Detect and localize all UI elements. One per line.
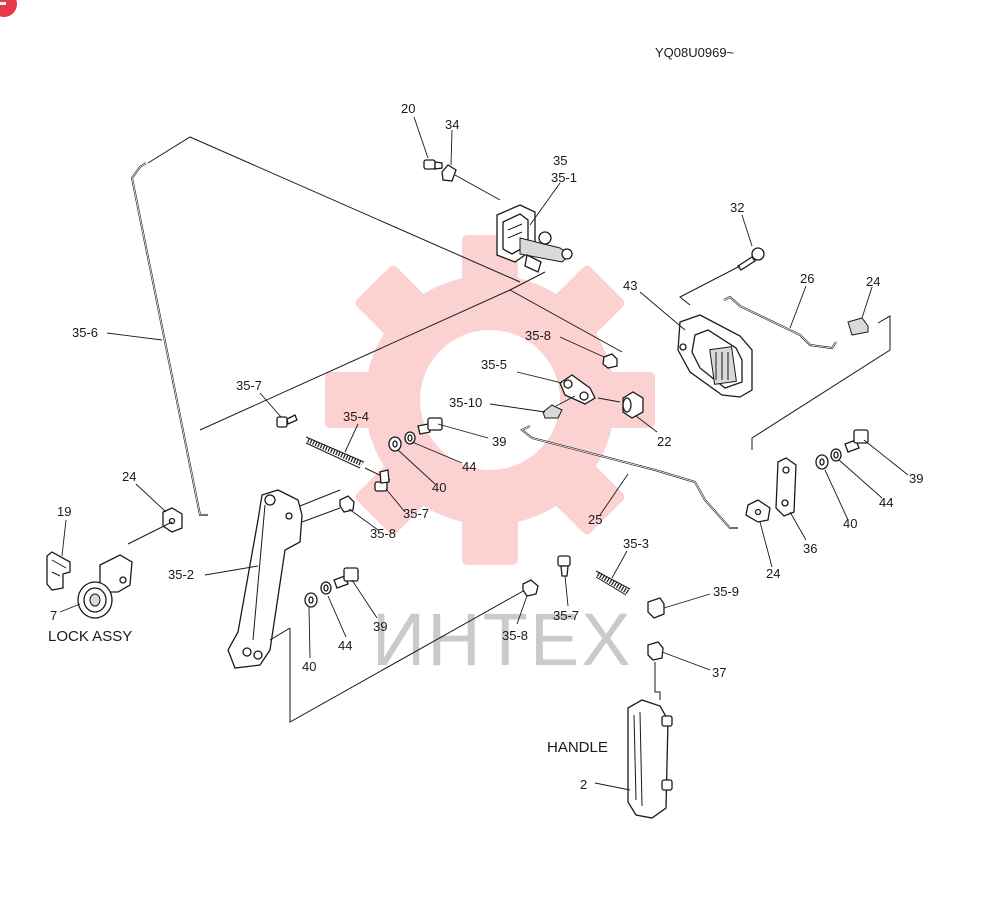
label-24-right: 24 [766, 566, 780, 581]
washer-44-right [830, 448, 842, 462]
label-35-8-mid: 35-8 [370, 526, 396, 541]
washer-40-low [304, 592, 318, 608]
label-24-left: 24 [122, 469, 136, 484]
cover-43 [677, 314, 753, 398]
drawing-code: YQ08U0969~ [655, 45, 735, 60]
clip-24-right [745, 499, 771, 523]
label-35-7-mid: 35-7 [403, 506, 429, 521]
label-40-mid: 40 [432, 480, 446, 495]
bolt-39-low [333, 567, 359, 589]
label-20: 20 [401, 101, 415, 116]
label-19: 19 [57, 504, 71, 519]
label-44-mid: 44 [462, 459, 476, 474]
rod-35-6 [130, 162, 208, 516]
label-35-9: 35-9 [713, 584, 739, 599]
rod-26 [723, 295, 837, 350]
bushing-22 [622, 391, 644, 419]
label-handle: HANDLE [547, 739, 608, 756]
washer-44-low [320, 581, 332, 595]
rod-25 [520, 425, 738, 529]
screw-35-7-low [557, 555, 571, 577]
clip-19 [46, 551, 71, 591]
lever-35-5 [559, 374, 596, 405]
bushing-35-8-low [522, 579, 539, 597]
clip-24-top [847, 317, 869, 336]
label-39-right: 39 [909, 471, 923, 486]
label-35: 35 [553, 153, 567, 168]
lock-cylinder-7 [77, 554, 133, 619]
label-40-right: 40 [843, 516, 857, 531]
label-35-7-low: 35-7 [553, 608, 579, 623]
label-26: 26 [800, 271, 814, 286]
label-44-low: 44 [338, 638, 352, 653]
door-handle-2 [627, 699, 673, 819]
clip-35-10 [542, 404, 563, 419]
label-40-low: 40 [302, 659, 316, 674]
label-32: 32 [730, 200, 744, 215]
label-35-6: 35-6 [72, 325, 98, 340]
screw-35-7-mid [374, 469, 390, 492]
screw-35-7-top [276, 414, 298, 428]
label-22: 22 [657, 434, 671, 449]
watermark-text: ИНТЕХ [372, 598, 633, 681]
label-24-top: 24 [866, 274, 880, 289]
washer-40-mid [388, 436, 402, 452]
label-34: 34 [445, 117, 459, 132]
label-43: 43 [623, 278, 637, 293]
washer-44-mid [404, 431, 416, 445]
label-35-2: 35-2 [168, 567, 194, 582]
label-35-8-top: 35-8 [525, 328, 551, 343]
label-35-8-low: 35-8 [502, 628, 528, 643]
bushing-35-8-mid [339, 495, 355, 513]
watermark-gear-icon [325, 235, 655, 565]
label-44-right: 44 [879, 495, 893, 510]
corner-badge-icon [0, 0, 17, 17]
label-2: 2 [580, 777, 587, 792]
bolt-35-4 [305, 436, 365, 469]
washer-34 [441, 164, 457, 182]
label-39-mid: 39 [492, 434, 506, 449]
leader-lines [59, 116, 909, 791]
label-35-3: 35-3 [623, 536, 649, 551]
label-35-10: 35-10 [449, 395, 482, 410]
label-35-4: 35-4 [343, 409, 369, 424]
label-lock-assy: LOCK ASSY [48, 628, 132, 645]
label-35-1: 35-1 [551, 170, 577, 185]
bolt-39-mid [417, 417, 443, 435]
label-36: 36 [803, 541, 817, 556]
label-39-low: 39 [373, 619, 387, 634]
door-latch-35 [496, 204, 573, 273]
bushing-35-8-top [602, 353, 618, 369]
screw-32 [737, 247, 765, 271]
washer-40-right [815, 454, 829, 470]
bolt-35-3 [595, 570, 631, 596]
label-37: 37 [712, 665, 726, 680]
plate-36 [775, 457, 797, 517]
bolt-39-right [844, 429, 869, 453]
label-35-5: 35-5 [481, 357, 507, 372]
nut-37 [647, 641, 664, 661]
nut-35-9 [647, 597, 665, 619]
lever-35-2 [227, 489, 303, 669]
label-35-7-top: 35-7 [236, 378, 262, 393]
label-25: 25 [588, 512, 602, 527]
screw-20 [423, 159, 443, 170]
label-7: 7 [50, 608, 57, 623]
